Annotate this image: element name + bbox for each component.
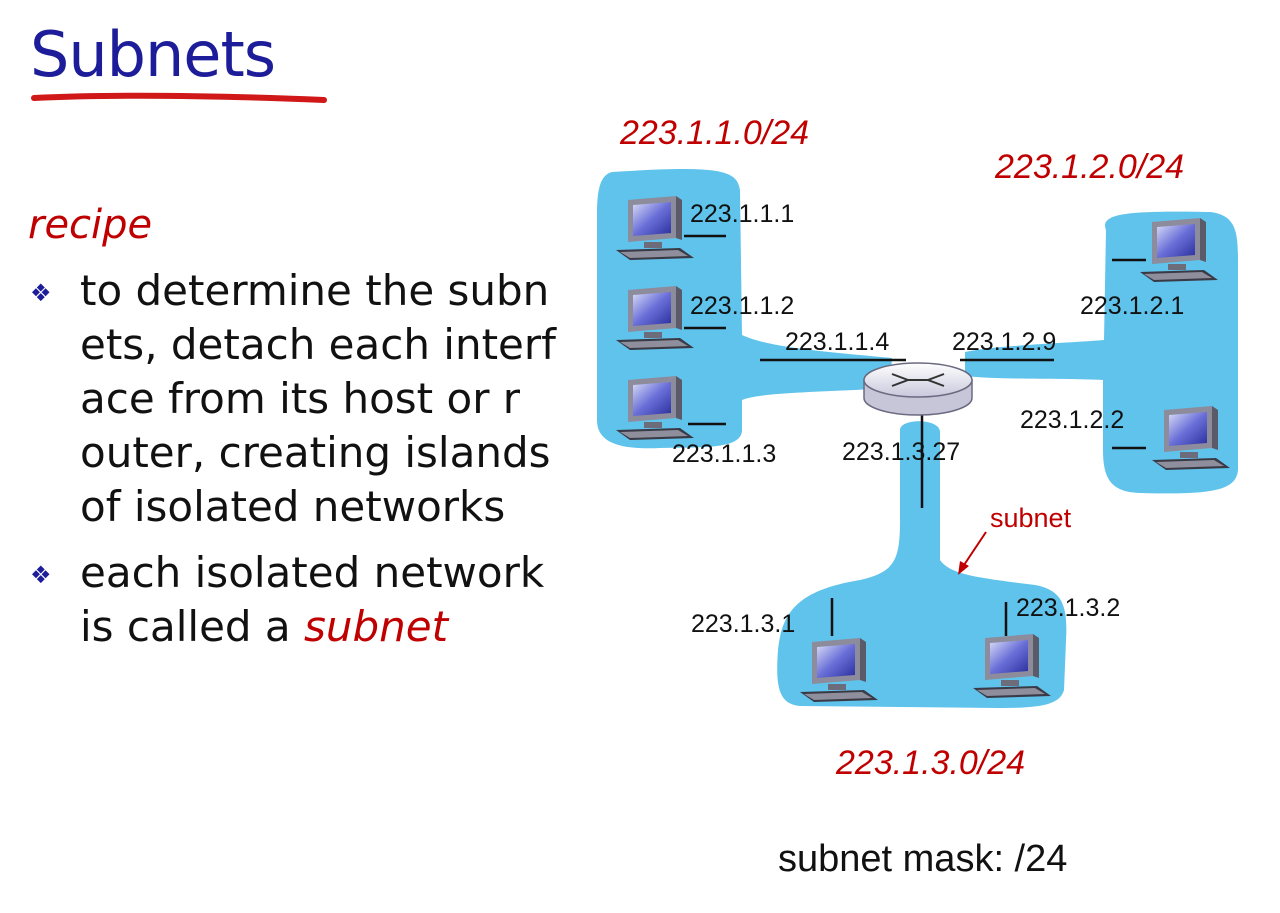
subnet-prefix-label: 223.1.2.0/24 bbox=[994, 148, 1184, 186]
interface-address: 223.1.3.1 bbox=[691, 610, 795, 638]
annotation-arrow bbox=[958, 531, 987, 575]
subnet-annotation: subnet bbox=[990, 503, 1072, 533]
interface-address: 223.1.1.3 bbox=[672, 440, 776, 468]
recipe-label: recipe bbox=[28, 202, 153, 248]
interface-address: 223.1.1.2 bbox=[690, 292, 794, 320]
slide-title: Subnets bbox=[30, 18, 276, 91]
bullet-text: to determine the subn ets, detach each i… bbox=[80, 266, 556, 531]
bullet-emphasis: subnet bbox=[304, 602, 449, 651]
router-interface-address: 223.1.1.4 bbox=[785, 328, 889, 356]
router-interface-address: 223.1.3.27 bbox=[842, 438, 960, 466]
router-icon bbox=[863, 362, 973, 416]
interface-address: 223.1.2.1 bbox=[1080, 292, 1184, 320]
bullet-text-main: each isolated network is called a bbox=[80, 548, 545, 651]
diamond-cluster-icon: ❖ bbox=[30, 561, 52, 589]
subnet-mask-note: subnet mask: /24 bbox=[778, 838, 1068, 880]
bullet-item: ❖ to determine the subn ets, detach each… bbox=[30, 264, 590, 534]
interface-address: 223.1.1.1 bbox=[690, 200, 794, 228]
bullet-text: each isolated network is called a subnet bbox=[80, 546, 590, 654]
interface-address: 223.1.2.2 bbox=[1020, 406, 1124, 434]
diamond-cluster-icon: ❖ bbox=[30, 279, 52, 307]
interface-links bbox=[684, 234, 1146, 636]
interface-address: 223.1.3.2 bbox=[1016, 594, 1120, 622]
subnet-island-223-1-3 bbox=[777, 421, 1067, 708]
router-interface-address: 223.1.2.9 bbox=[952, 328, 1056, 356]
bullet-item: ❖ each isolated network is called a subn… bbox=[30, 546, 590, 654]
subnet-prefix-label: 223.1.1.0/24 bbox=[619, 114, 809, 152]
subnet-prefix-label: 223.1.3.0/24 bbox=[835, 744, 1025, 782]
title-underline bbox=[31, 92, 327, 103]
